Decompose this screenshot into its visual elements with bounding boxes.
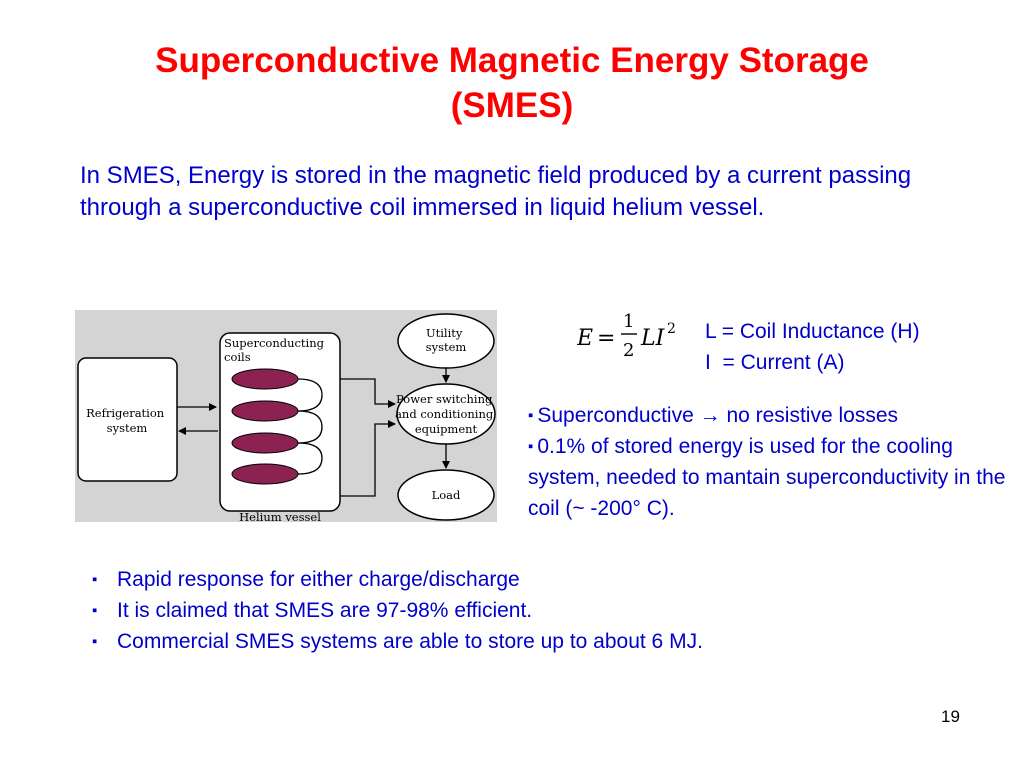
coil-winding bbox=[297, 378, 323, 475]
refrigeration-system-box bbox=[77, 357, 178, 482]
coil-3 bbox=[231, 432, 299, 454]
formula-exponent: 2 bbox=[667, 321, 676, 337]
energy-formula: E = 1 2 LI 2 bbox=[577, 311, 676, 361]
bullet-list: ▪Rapid response for either charge/discha… bbox=[92, 564, 703, 657]
definition-inductance: L = Coil Inductance (H) bbox=[705, 320, 920, 343]
arrow-vessel-return bbox=[340, 420, 396, 497]
helium-vessel-label: Helium vessel bbox=[239, 510, 321, 522]
bullet-marker: ▪ bbox=[528, 407, 534, 424]
formula-lhs: E bbox=[577, 326, 593, 351]
bullet-marker: ▪ bbox=[92, 571, 98, 588]
load-node bbox=[397, 469, 495, 521]
coil-1 bbox=[231, 368, 299, 390]
bullet-marker: ▪ bbox=[92, 602, 98, 619]
title-line-2: (SMES) bbox=[450, 86, 574, 125]
coil-2 bbox=[231, 400, 299, 422]
title-line-1: Superconductive Magnetic Energy Storage bbox=[155, 41, 869, 80]
coil-4 bbox=[231, 463, 299, 485]
notes-block: ▪Superconductive → no resistive losses ▪… bbox=[528, 400, 1008, 524]
arrow-right-icon: → bbox=[699, 404, 721, 427]
definition-current: I = Current (A) bbox=[705, 351, 845, 374]
arrow-vessel-to-power bbox=[340, 378, 396, 408]
note-superconductive: ▪Superconductive → no resistive losses bbox=[528, 404, 899, 427]
formula-equals: = bbox=[597, 326, 615, 351]
page-number: 19 bbox=[941, 707, 960, 726]
refrigeration-label: Refrigeration system bbox=[86, 406, 168, 435]
intro-paragraph: In SMES, Energy is stored in the magneti… bbox=[80, 162, 912, 221]
slide-title: Superconductive Magnetic Energy Storage … bbox=[0, 38, 1024, 128]
list-item: ▪It is claimed that SMES are 97-98% effi… bbox=[92, 595, 703, 626]
formula-definitions: L = Coil Inductance (H) I = Current (A) bbox=[705, 316, 920, 378]
bullet-marker: ▪ bbox=[92, 633, 98, 650]
load-label: Load bbox=[432, 488, 461, 502]
formula-numerator: 1 bbox=[623, 311, 634, 332]
formula-denominator: 2 bbox=[623, 340, 634, 361]
coils-label: Superconducting coils bbox=[224, 336, 328, 364]
note-cooling: ▪0.1% of stored energy is used for the c… bbox=[528, 435, 1006, 520]
utility-label: Utility system bbox=[426, 326, 467, 354]
bullet-marker: ▪ bbox=[528, 438, 534, 455]
smes-diagram: Refrigeration system Superconducting coi… bbox=[75, 310, 497, 522]
list-item: ▪Commercial SMES systems are able to sto… bbox=[92, 626, 703, 657]
formula-rhs: LI bbox=[640, 326, 666, 351]
power-switching-label: Power switching and conditioning equipme… bbox=[395, 392, 497, 436]
list-item: ▪Rapid response for either charge/discha… bbox=[92, 564, 703, 595]
